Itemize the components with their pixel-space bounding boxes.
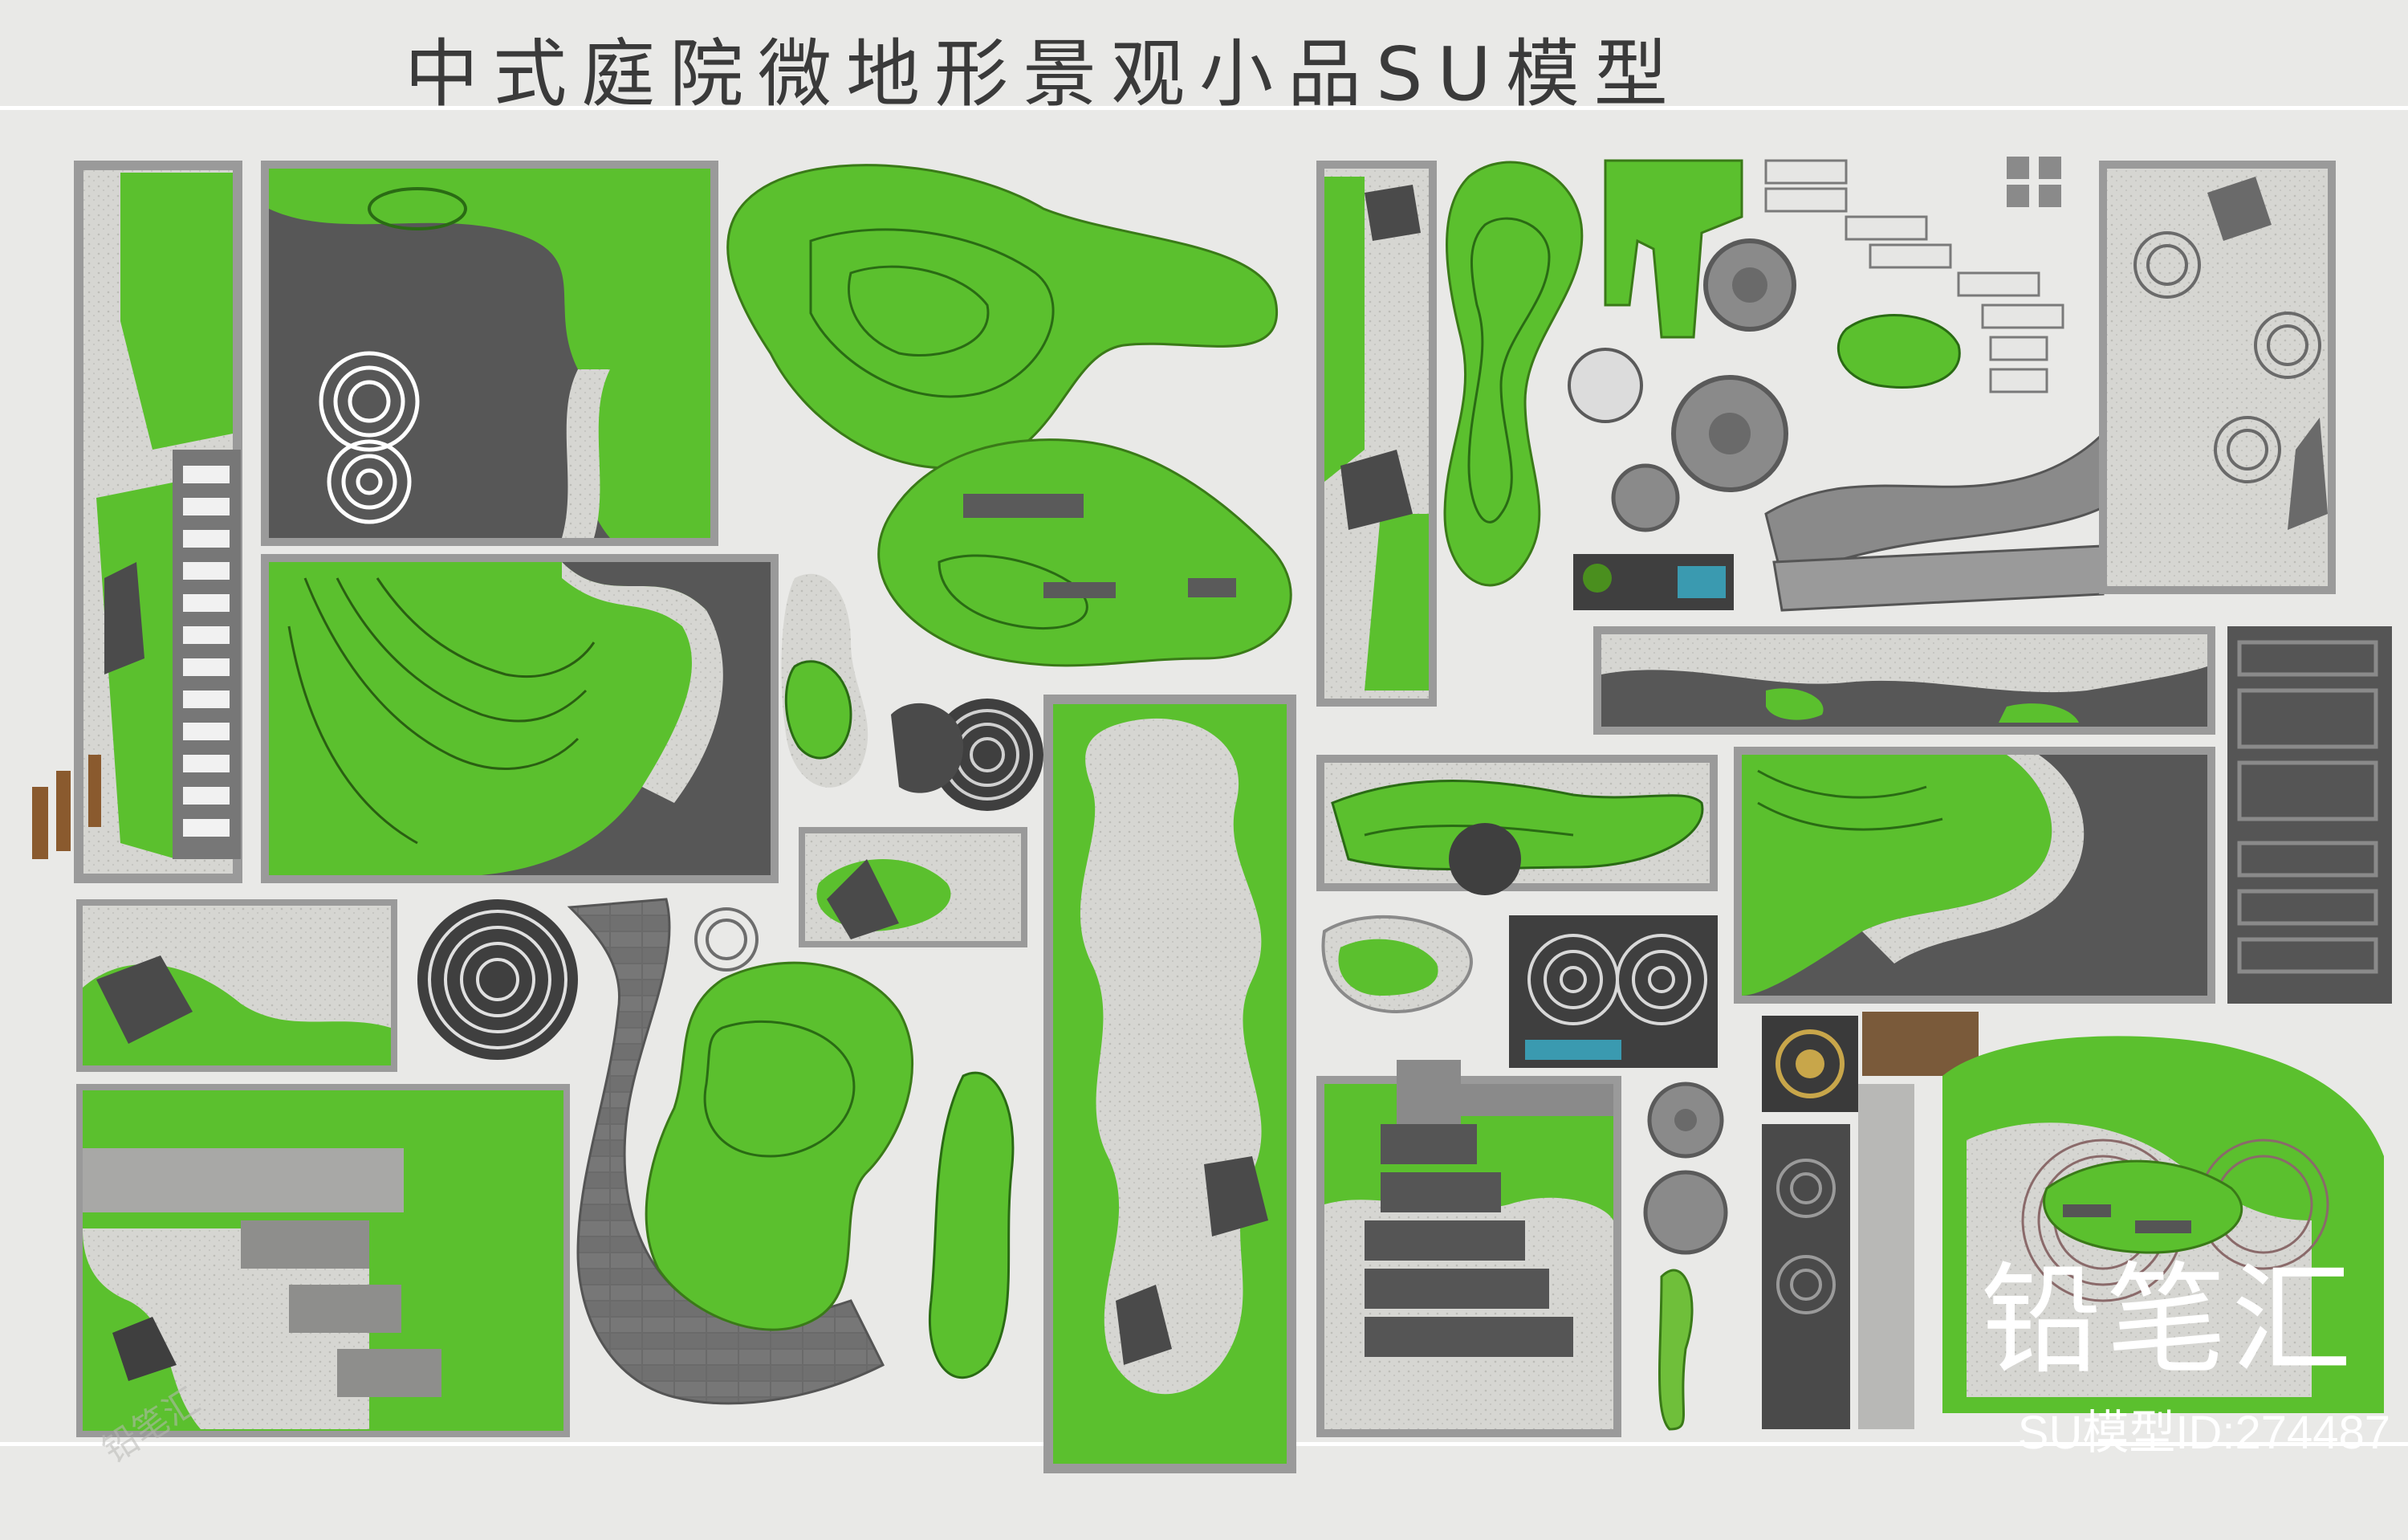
top-divider xyxy=(0,106,2408,110)
module-left-strip xyxy=(32,161,242,883)
module-stone-terrace xyxy=(76,1084,570,1437)
module-water-strip xyxy=(1573,554,1734,610)
module-vertical-rock-strip xyxy=(1316,161,1437,707)
module-pond-lawn xyxy=(1321,915,1473,1014)
brand-logo-text: 铅笔汇 xyxy=(1980,1251,2357,1391)
page-title: 中式庭院微地形景观小品SU模型 xyxy=(405,31,1682,117)
module-long-lawn-gravel xyxy=(1043,695,1296,1473)
module-rock-garden-panel xyxy=(2099,161,2336,594)
module-double-circle-pad xyxy=(1509,915,1718,1068)
module-rockery-planter xyxy=(799,827,1027,947)
module-crazy-paving-path xyxy=(1764,431,2121,612)
module-horizontal-lawn xyxy=(1593,626,2215,735)
module-stepped-court xyxy=(1316,1060,1621,1437)
module-lattice-panel xyxy=(2227,626,2392,1004)
module-dark-paving-circles xyxy=(261,161,718,546)
module-mid-lawn-contours xyxy=(1316,755,1718,895)
model-id-label: SU模型ID:274487 xyxy=(2017,1407,2390,1459)
module-lawn-contours-2 xyxy=(645,961,1015,1379)
module-round-covers xyxy=(1568,238,1796,532)
module-tall-curvy-lawn xyxy=(1443,161,1584,587)
module-spiral-pad xyxy=(417,899,759,1060)
module-hill-mound xyxy=(877,438,1292,667)
module-small-covers xyxy=(1643,1082,1728,1431)
module-contour-lawn-right xyxy=(1734,747,2215,1004)
module-ornament-tiles xyxy=(1762,1012,1979,1429)
module-winding-path xyxy=(567,898,885,1405)
module-contour-lawn xyxy=(261,554,779,883)
module-green-blob-contour xyxy=(726,164,1278,470)
module-ripple-lawn xyxy=(1942,1036,2384,1413)
module-tongue-lawn xyxy=(1604,159,1743,339)
module-rock-spiral xyxy=(891,699,1043,811)
module-small-lawn-islands xyxy=(781,573,868,788)
module-stepping-slabs xyxy=(1764,157,2064,393)
module-rock-lawn-box xyxy=(76,899,397,1072)
